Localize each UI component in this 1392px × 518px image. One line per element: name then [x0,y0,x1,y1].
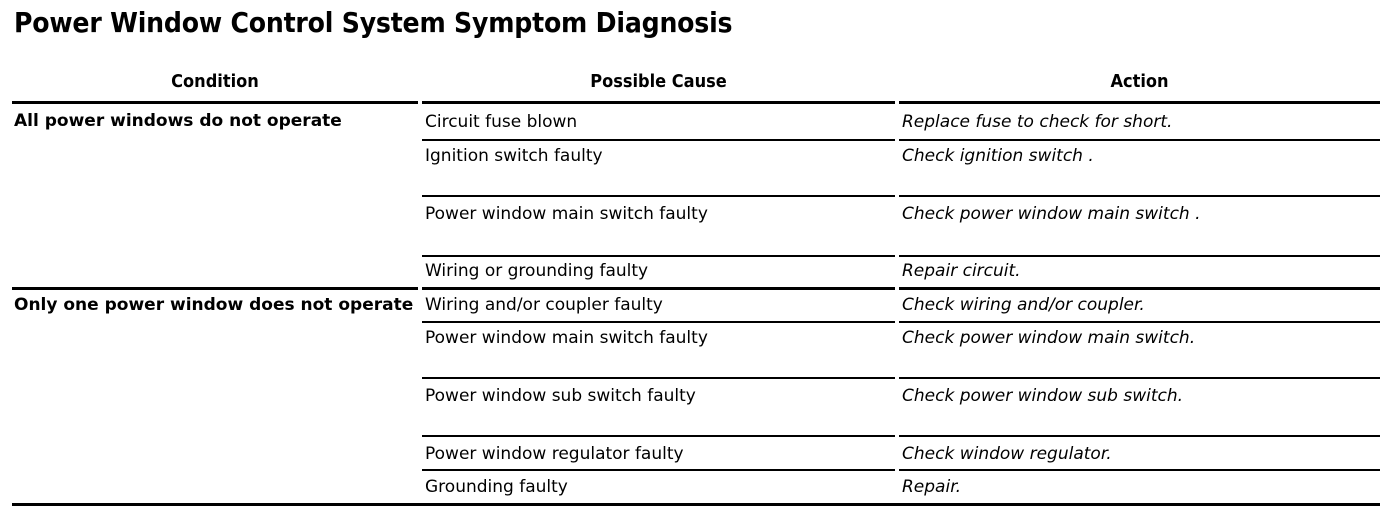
column-header-condition: Condition [171,71,259,92]
possible-cause-cell: Circuit fuse blown [425,112,578,132]
action-cell: Check power window main switch . [902,204,1201,224]
possible-cause-cell: Power window sub switch faulty [425,386,696,406]
possible-cause-cell: Ignition switch faulty [425,146,603,166]
table-top-rule-col1 [12,101,418,104]
row-rule [422,139,895,141]
row-rule [422,469,895,471]
group-rule-col1 [12,287,418,290]
row-rule [899,139,1380,141]
row-rule [422,435,895,437]
action-cell: Check power window sub switch. [902,386,1184,406]
possible-cause-cell: Wiring and/or coupler faulty [425,295,663,315]
row-rule [422,377,895,379]
possible-cause-cell: Power window main switch faulty [425,328,708,348]
column-header-possible-cause: Possible Cause [590,71,727,92]
row-rule [899,377,1380,379]
column-header-action: Action [1110,71,1169,92]
row-rule [422,255,895,257]
action-cell: Check window regulator. [902,444,1112,464]
group-rule-col3 [899,287,1380,290]
row-rule [899,435,1380,437]
action-cell: Repair. [902,477,962,497]
row-rule [899,321,1380,323]
action-cell: Check wiring and/or coupler. [902,295,1145,315]
table-bottom-rule [12,503,1380,506]
condition-cell: Only one power window does not operate [14,295,414,315]
row-rule [899,469,1380,471]
possible-cause-cell: Wiring or grounding faulty [425,261,649,281]
action-cell: Repair circuit. [902,261,1021,281]
row-rule [422,195,895,197]
possible-cause-cell: Grounding faulty [425,477,568,497]
action-cell: Check ignition switch . [902,146,1094,166]
table-header-row: Condition Possible Cause Action [0,70,1392,98]
page-title: Power Window Control System Symptom Diag… [14,6,733,39]
table-top-rule-col2 [422,101,895,104]
action-cell: Check power window main switch. [902,328,1196,348]
condition-cell: All power windows do not operate [14,111,342,131]
possible-cause-cell: Power window regulator faulty [425,444,684,464]
table-top-rule-col3 [899,101,1380,104]
row-rule [422,321,895,323]
row-rule [899,195,1380,197]
group-rule-col2 [422,287,895,290]
action-cell: Replace fuse to check for short. [902,112,1173,132]
row-rule [899,255,1380,257]
possible-cause-cell: Power window main switch faulty [425,204,708,224]
